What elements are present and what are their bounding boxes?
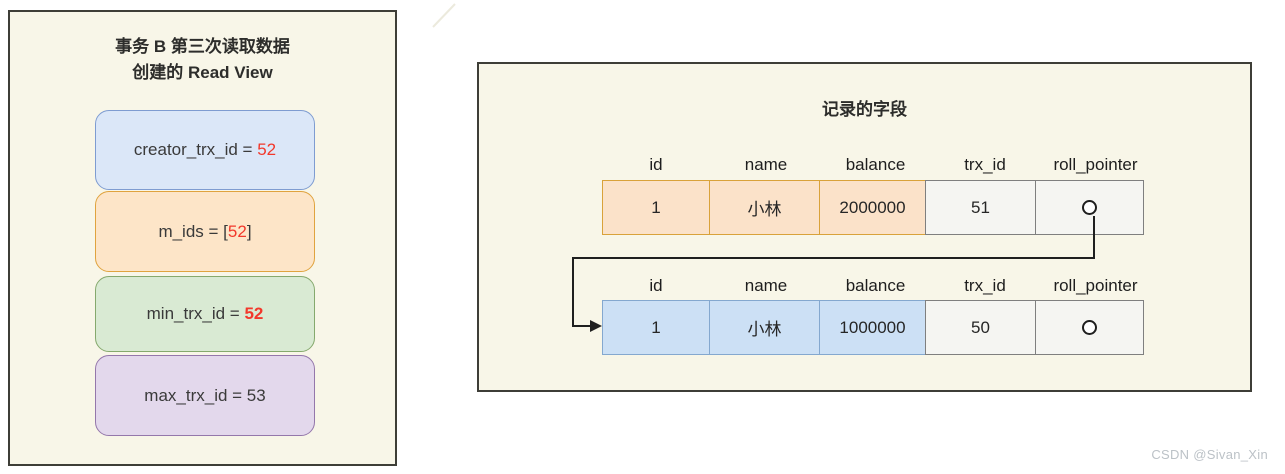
- m-ids-value: 52: [227, 221, 247, 241]
- row1-trx-id-cell: 51: [924, 180, 1037, 235]
- record-row-latest: 1 小林 2000000 51: [602, 180, 1144, 235]
- m-ids-label: m_ids = [: [158, 221, 228, 241]
- max-trx-id-label: max_trx_id =: [144, 385, 247, 405]
- column-header-trx-id: trx_id: [964, 276, 1006, 295]
- column-header-trx-id: trx_id: [964, 155, 1006, 174]
- read-view-title-line1: 事务 B 第三次读取数据: [115, 37, 290, 56]
- min-trx-id-label: min_trx_id =: [146, 304, 245, 323]
- column-header-balance: balance: [845, 155, 906, 174]
- read-view-panel: 事务 B 第三次读取数据 创建的 Read View creator_trx_i…: [8, 10, 397, 466]
- creator-trx-id-label: creator_trx_id =: [133, 140, 258, 159]
- record-row2-headers: id name balance trx_id roll_pointer: [602, 274, 1150, 298]
- min-trx-id-box: min_trx_id = 52: [95, 276, 315, 352]
- record-row-undo: 1 小林 1000000 50: [602, 300, 1144, 355]
- row1-roll-pointer-cell: [1035, 180, 1144, 235]
- row1-name-cell: 小林: [708, 180, 821, 235]
- row2-roll-pointer-cell: [1035, 300, 1144, 355]
- m-ids-suffix: ]: [246, 221, 252, 241]
- column-header-id: id: [649, 276, 663, 295]
- read-view-title-line2: 创建的 Read View: [132, 63, 273, 82]
- column-header-name: name: [744, 155, 788, 174]
- max-trx-id-value: 53: [246, 385, 266, 405]
- row2-balance-cell: 1000000: [819, 300, 926, 355]
- row1-balance-cell: 2000000: [819, 180, 926, 235]
- stray-diagonal-line: [432, 3, 456, 28]
- min-trx-id-value: 52: [244, 304, 264, 323]
- record-fields-panel: 记录的字段 id name balance trx_id roll_pointe…: [477, 62, 1252, 392]
- roll-pointer-circle: [1082, 320, 1097, 335]
- max-trx-id-box: max_trx_id = 53: [95, 355, 315, 436]
- read-view-panel-title: 事务 B 第三次读取数据 创建的 Read View: [10, 34, 395, 86]
- creator-trx-id-box: creator_trx_id = 52: [95, 110, 315, 190]
- row2-name-cell: 小林: [708, 300, 821, 355]
- column-header-roll-pointer: roll_pointer: [1053, 155, 1138, 174]
- m-ids-box: m_ids = [52]: [95, 191, 315, 272]
- record-row1-headers: id name balance trx_id roll_pointer: [602, 153, 1150, 177]
- row1-id-cell: 1: [602, 180, 710, 235]
- column-header-name: name: [744, 276, 788, 295]
- row2-id-cell: 1: [602, 300, 710, 355]
- creator-trx-id-value: 52: [257, 140, 277, 159]
- row2-trx-id-cell: 50: [924, 300, 1037, 355]
- record-panel-title: 记录的字段: [822, 100, 907, 119]
- column-header-balance: balance: [845, 276, 906, 295]
- watermark: CSDN @Sivan_Xin: [1151, 447, 1268, 462]
- column-header-id: id: [649, 155, 663, 174]
- roll-pointer-circle: [1082, 200, 1097, 215]
- column-header-roll-pointer: roll_pointer: [1053, 276, 1138, 295]
